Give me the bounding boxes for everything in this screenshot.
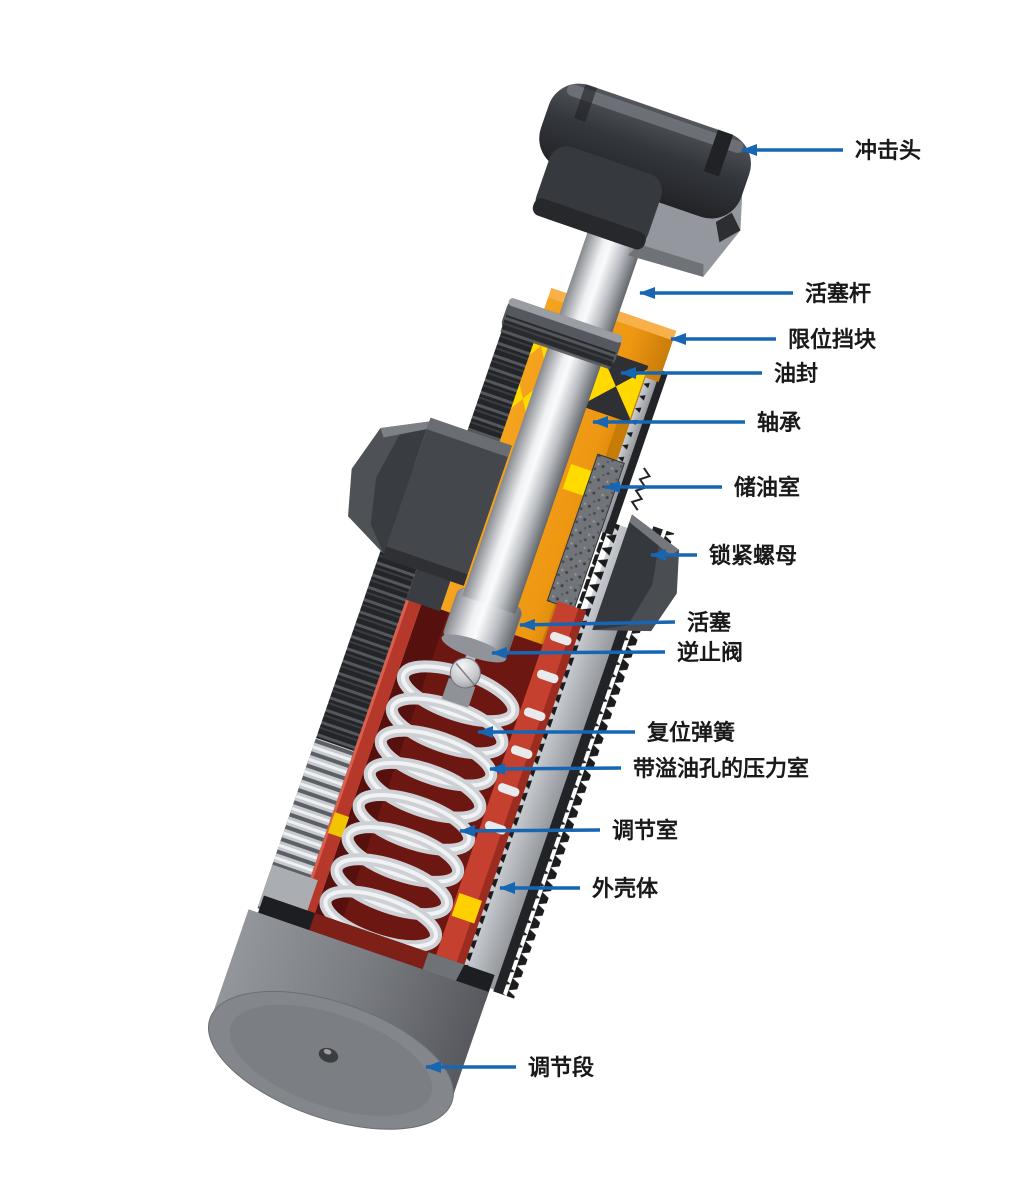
oil-seal-bowtie-right xyxy=(584,353,648,419)
label-oil-reservoir: 储油室 xyxy=(734,475,800,501)
label-adjustment-chamber: 调节室 xyxy=(612,818,678,844)
leader-arrow-pressure-chamber xyxy=(489,762,622,775)
leader-arrow-adjustment-chamber xyxy=(459,824,601,837)
label-piston: 活塞 xyxy=(687,610,732,636)
leader-arrow-piston xyxy=(519,618,676,631)
label-limit-stop: 限位挡块 xyxy=(788,327,877,353)
overflow-hole xyxy=(510,745,533,759)
label-piston-rod: 活塞杆 xyxy=(805,281,871,307)
spring-coil-highlight xyxy=(356,792,472,852)
adjust-marker-right xyxy=(451,893,483,924)
label-outer-housing: 外壳体 xyxy=(592,876,659,902)
hex-flange xyxy=(348,417,512,586)
spring-coil-highlight xyxy=(378,728,494,788)
piston-rod-shaft xyxy=(462,168,663,615)
overflow-hole xyxy=(549,631,572,646)
label-oil-seal: 油封 xyxy=(774,362,818,387)
label-check-valve: 逆止阀 xyxy=(677,640,743,666)
thread-highlight xyxy=(270,737,354,884)
overflow-hole xyxy=(523,707,546,722)
overflow-holes xyxy=(484,631,572,835)
damper-assembly xyxy=(207,83,751,1130)
labels-layer: 冲击头活塞杆限位挡块油封轴承储油室锁紧螺母活塞逆止阀复位弹簧带溢油孔的压力室调节… xyxy=(425,139,921,1081)
overflow-hole xyxy=(536,669,559,684)
label-return-spring: 复位弹簧 xyxy=(646,720,735,746)
spring-coil-highlight xyxy=(334,857,450,917)
impact-head-button xyxy=(532,83,751,277)
label-lock-nut: 锁紧螺母 xyxy=(709,543,797,569)
spring-coil-highlight xyxy=(345,825,461,884)
spring-coil-highlight xyxy=(367,760,483,820)
label-adjustment-segment: 调节段 xyxy=(528,1055,594,1081)
oil-seal-bowtie-left2 xyxy=(506,378,540,420)
chamber-wall-left xyxy=(293,595,423,932)
label-impact-head: 冲击头 xyxy=(855,139,921,164)
bottom-cap xyxy=(207,895,495,1130)
lock-nut-hex xyxy=(592,467,680,632)
outer-housing-threads xyxy=(257,463,452,922)
overflow-hole xyxy=(497,783,520,797)
cap-center-hole xyxy=(318,1047,339,1063)
label-pressure-chamber: 带溢油孔的压力室 xyxy=(633,756,809,782)
label-bearing: 轴承 xyxy=(757,410,801,436)
spring-coil-highlight xyxy=(389,696,505,756)
leader-arrow-check-valve xyxy=(491,646,666,659)
